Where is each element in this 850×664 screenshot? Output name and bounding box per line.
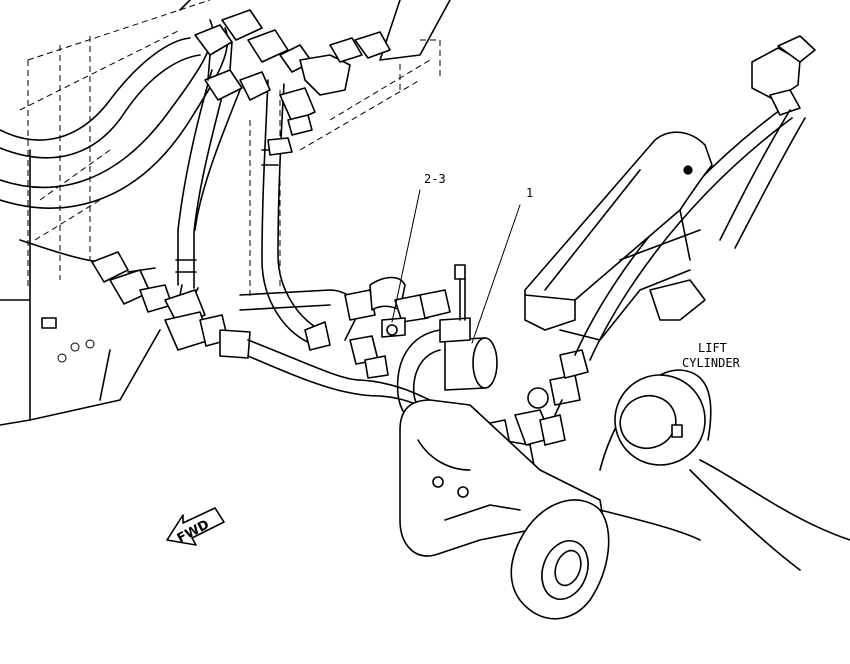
hose-vertical xyxy=(175,69,326,346)
lift-arm xyxy=(524,131,713,341)
lift-cylinder-label-line2: CYLINDER xyxy=(682,356,741,370)
upper-fittings xyxy=(194,9,391,156)
hose-middle xyxy=(239,289,441,421)
center-fittings xyxy=(344,276,451,379)
tee-fitting-left xyxy=(91,251,251,359)
callout-2-3: 2-3 xyxy=(424,172,446,186)
callout-1: 1 xyxy=(526,186,533,200)
machine-frame xyxy=(0,0,451,426)
lower-pin-boss xyxy=(510,499,701,620)
hose-bundle-left xyxy=(0,19,229,263)
fwd-arrow-icon: FWD xyxy=(166,507,225,547)
leader-lines xyxy=(391,189,521,344)
part-1-valve xyxy=(439,264,498,391)
lift-cylinder-end xyxy=(599,369,850,571)
lift-cylinder-label-line1: LIFT xyxy=(698,341,727,355)
lift-cylinder-hose xyxy=(574,35,816,361)
